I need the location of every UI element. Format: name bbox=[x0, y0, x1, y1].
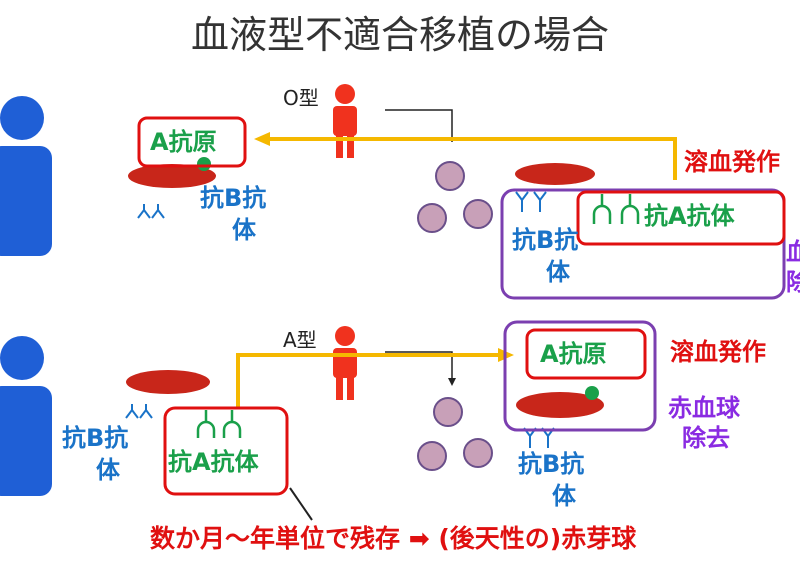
anti-a-box-top bbox=[576, 190, 786, 246]
anti-b-label-top-left-2: 体 bbox=[232, 216, 256, 244]
antigen-label-top: A抗原 bbox=[150, 128, 217, 156]
removal-box-top bbox=[500, 188, 786, 300]
antigen-label-bottom: A抗原 bbox=[540, 340, 607, 368]
rbc-top-right bbox=[515, 163, 595, 185]
recipient-person-top bbox=[0, 96, 52, 256]
antibody-green-bottom-left bbox=[196, 410, 242, 438]
page-title: 血液型不適合移植の場合 bbox=[190, 13, 609, 57]
side-label-top-1: 血 bbox=[786, 238, 800, 266]
anti-b-label-top-left-1: 抗B抗 bbox=[200, 184, 267, 212]
antigen-box-top bbox=[137, 116, 247, 168]
anti-a-label-top: 抗A抗体 bbox=[644, 202, 735, 230]
anti-a-box-bottom bbox=[163, 406, 289, 496]
orange-arrow-top bbox=[254, 132, 677, 180]
orange-arrow-bottom bbox=[236, 348, 514, 408]
antibody-green-top-right bbox=[592, 194, 640, 224]
rbc-removal-label-2: 除去 bbox=[682, 424, 730, 452]
rbc-top-left bbox=[128, 164, 216, 188]
antigen-box-bottom bbox=[525, 328, 647, 380]
antigen-dot-bottom-right bbox=[585, 386, 599, 400]
anti-b-label-top-right-1: 抗B抗 bbox=[512, 226, 579, 254]
anti-a-label-bottom: 抗A抗体 bbox=[168, 448, 259, 476]
anti-b-label-bottom-left-2: 体 bbox=[96, 456, 120, 484]
removal-box-bottom bbox=[503, 320, 657, 432]
donor-person-bottom bbox=[333, 326, 357, 400]
connector-line-top bbox=[385, 109, 453, 142]
donor-type-bottom: A型 bbox=[283, 328, 317, 352]
anti-b-label-top-right-2: 体 bbox=[546, 258, 570, 286]
stem-cell-group-top bbox=[417, 161, 493, 233]
antibody-blue-top-left bbox=[137, 204, 165, 219]
donor-person-top bbox=[333, 84, 357, 158]
connector-arrowhead-bottom bbox=[448, 378, 456, 386]
antibody-blue-top-right bbox=[515, 191, 547, 212]
rbc-bottom-right bbox=[516, 392, 604, 418]
side-label-top-2: 除 bbox=[786, 268, 800, 296]
antibody-blue-bottom-left bbox=[125, 404, 153, 419]
hemolysis-label-top: 溶血発作 bbox=[684, 148, 780, 176]
connector-line-bottom bbox=[385, 351, 453, 380]
rbc-removal-label-1: 赤血球 bbox=[668, 394, 740, 422]
hemolysis-label-bottom: 溶血発作 bbox=[670, 338, 766, 366]
donor-type-top: O型 bbox=[283, 86, 319, 110]
anti-b-label-bottom-left-1: 抗B抗 bbox=[62, 424, 129, 452]
anti-b-label-bottom-right-2: 体 bbox=[552, 482, 576, 510]
anti-b-label-bottom-right-1: 抗B抗 bbox=[518, 450, 585, 478]
rbc-bottom-left bbox=[126, 370, 210, 394]
footer-pointer-line bbox=[289, 487, 313, 521]
recipient-person-bottom bbox=[0, 336, 52, 496]
antigen-dot-top-left bbox=[197, 157, 211, 171]
footer-note: 数か月〜年単位で残存 ➡ (後天性の)赤芽球 bbox=[150, 524, 637, 553]
stem-cell-group-bottom bbox=[417, 397, 493, 471]
